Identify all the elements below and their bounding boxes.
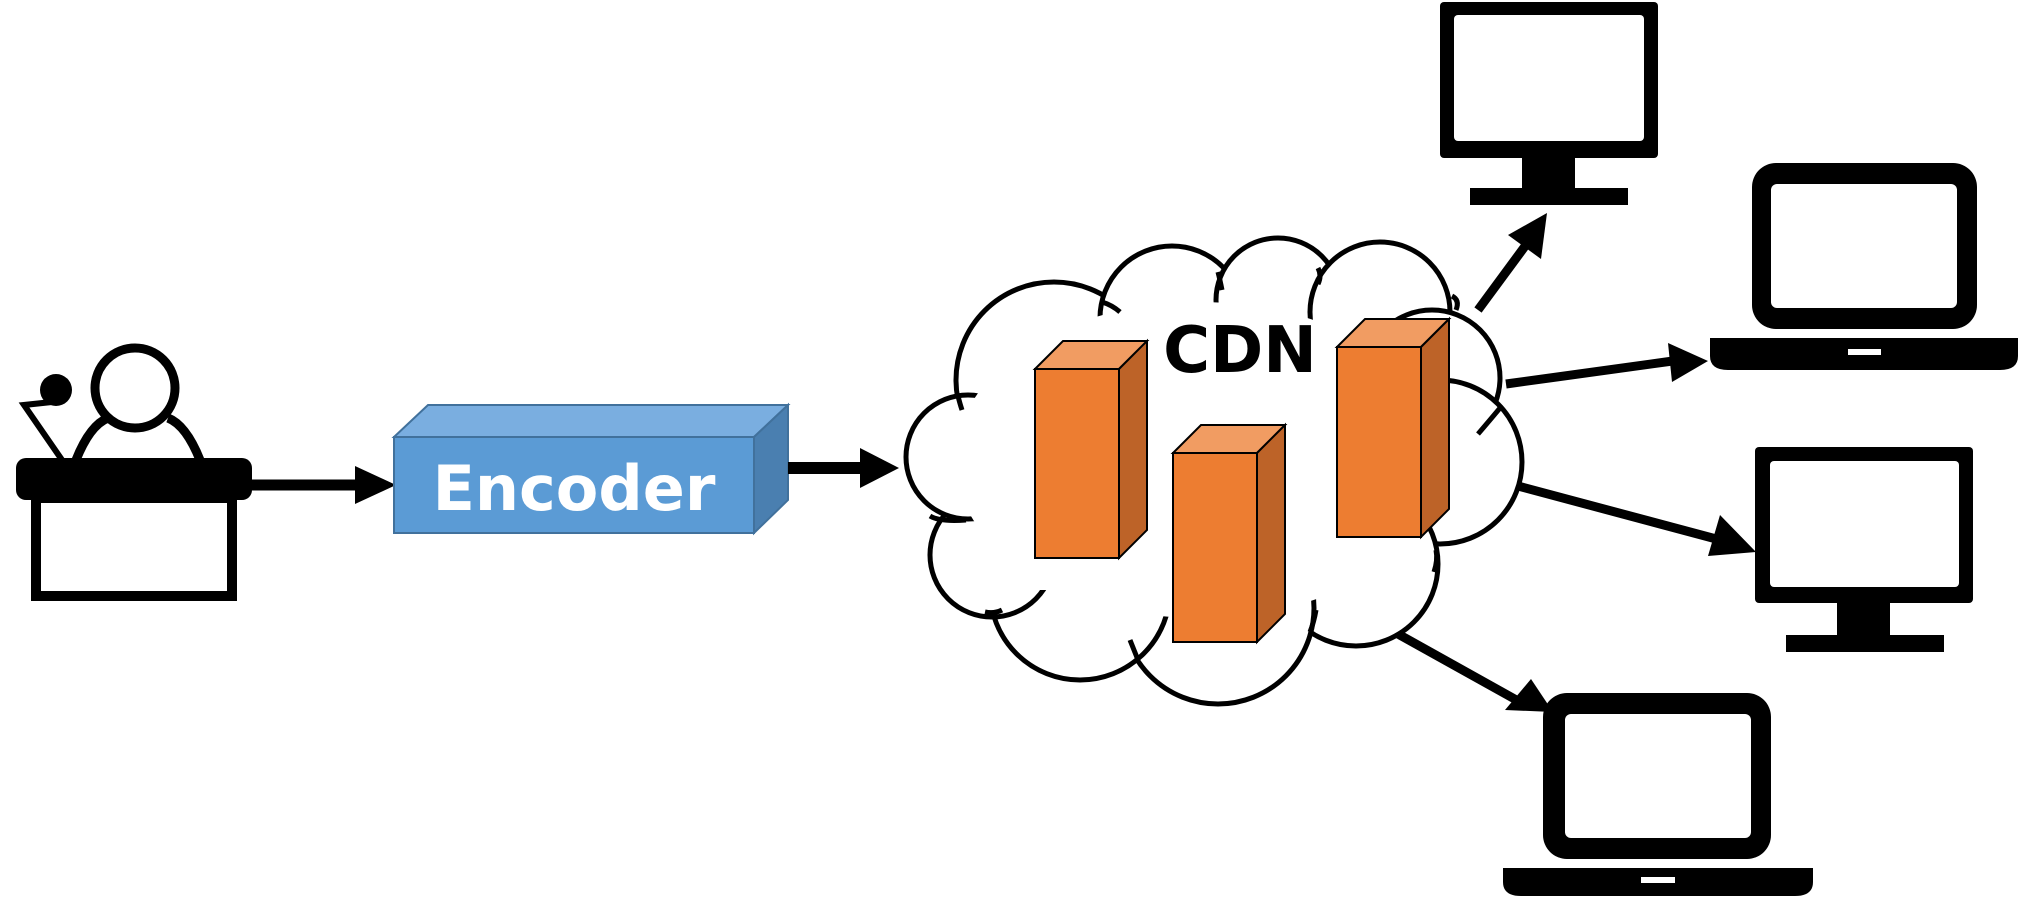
arrow-cdn-to-lower-laptop	[1395, 630, 1553, 712]
cdn-label: CDN	[1163, 314, 1317, 388]
encoder-box: Encoder	[391, 402, 791, 536]
arrow-cdn-to-upper-laptop	[1505, 343, 1708, 389]
cdn-server-1	[1032, 338, 1150, 561]
arrow-encoder-to-cdn	[788, 448, 899, 488]
desktop-monitor-icon	[1755, 447, 1973, 652]
cdn-server-2	[1170, 422, 1288, 645]
encoder-label: Encoder	[433, 452, 716, 525]
desktop-monitor-icon	[1440, 2, 1658, 205]
cdn-server-3	[1334, 316, 1452, 540]
laptop-icon	[1503, 693, 1813, 896]
arrow-cdn-to-right-monitor	[1516, 481, 1756, 556]
arrow-cdn-to-top-monitor	[1474, 213, 1547, 313]
arrow-speaker-to-encoder	[250, 466, 396, 504]
speaker-at-podium-icon	[16, 343, 252, 601]
laptop-icon	[1710, 163, 2018, 370]
